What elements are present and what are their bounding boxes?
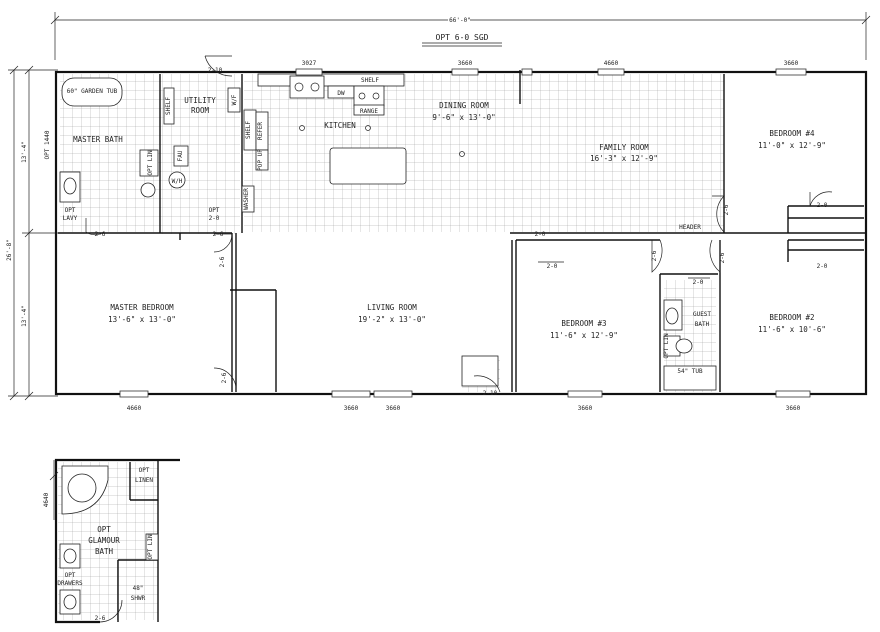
utility-shelf-label: SHELF — [165, 97, 172, 115]
utility-label: UTILITY — [184, 96, 216, 105]
sgd-label: OPT 6-0 SGD — [436, 33, 489, 42]
bedroom-3-label: BEDROOM #3 — [561, 319, 606, 328]
glamour-bath-label-2: GLAMOUR — [88, 536, 120, 545]
kitchen-label: KITCHEN — [324, 121, 356, 130]
door-label: 2-6 — [95, 231, 106, 238]
opt-lavy-label: OPT — [65, 207, 76, 214]
windows — [119, 68, 811, 398]
shower-label-2: SHWR — [131, 595, 146, 602]
opt-door-label: OPT — [209, 207, 220, 214]
window-3660-label: 3660 — [784, 60, 799, 67]
master-bedroom-size: 13'-6" x 13'-0" — [108, 315, 176, 324]
family-room-label: FAMILY ROOM — [599, 143, 649, 152]
popup-label: POP UP — [257, 149, 264, 171]
bedroom-3-size: 11'-6" x 12'-9" — [550, 331, 618, 340]
bedroom-2-label: BEDROOM #2 — [769, 313, 814, 322]
bedroom-2-size: 11'-6" x 10'-6" — [758, 325, 826, 334]
left-dimensions: 26'-8" 13'-4" 13'-4" OPT 1440 — [6, 65, 58, 401]
garden-tub-label: 60" GARDEN TUB — [67, 88, 118, 95]
door-label: 2-0 — [817, 263, 828, 270]
door-labels: 2-10 2-6 2-6 2-6 2-0 2-0 2-0 2-6 2-6 2-0… — [95, 67, 828, 397]
door-label: 2-6 — [651, 250, 658, 261]
living-room-size: 19'-2" x 13'-0" — [358, 315, 426, 324]
door-label: 2-10 — [208, 67, 223, 74]
kitchen-shelf-label: SHELF — [245, 121, 252, 139]
inset-opt-lin-label: OPT LIN — [147, 534, 154, 560]
glamour-bath-label: OPT — [97, 525, 111, 534]
window-4660-label: 4660 — [604, 60, 619, 67]
fau-label: FAU — [177, 150, 184, 161]
opt-linen-label: OPT — [139, 467, 150, 474]
overall-dimension: 66'-0" — [50, 12, 871, 60]
door-label: 2-6 — [213, 231, 224, 238]
header-label: HEADER — [679, 224, 701, 231]
upper-depth-label: 13'-4" — [21, 141, 28, 163]
inset-glamour-bath: 4640 OPT LINEN OPT GLAMOUR BATH OPT DRAW… — [43, 458, 180, 624]
wf-label: W/F — [231, 94, 238, 105]
bedroom-4-label: BEDROOM #4 — [769, 129, 815, 138]
door-label: 2-10 — [483, 390, 498, 397]
master-bath-label: MASTER BATH — [73, 135, 123, 144]
kitchen-fixtures — [163, 73, 465, 213]
window-3660-label: 3660 — [458, 60, 473, 67]
inset-door-label: 2-6 — [95, 615, 106, 622]
dining-room-label: DINING ROOM — [439, 101, 489, 110]
lower-depth-label: 13'-4" — [21, 305, 28, 327]
window-labels: 3027 3660 4660 3660 4660 3660 3660 3660 … — [127, 60, 801, 412]
window-3027-label: 3027 — [302, 60, 317, 67]
window-3660-label: 3660 — [344, 405, 359, 412]
opt-drawers-label-2: DRAWERS — [57, 580, 83, 587]
utility-room-label: ROOM — [191, 106, 210, 115]
bedroom-4-size: 11'-0" x 12'-9" — [758, 141, 826, 150]
door-label: 2-6 — [221, 372, 228, 383]
glamour-bath-label-3: BATH — [95, 547, 114, 556]
total-depth-label: 26'-8" — [6, 239, 13, 261]
door-label: 2-6 — [219, 256, 226, 267]
overall-width-label: 66'-0" — [449, 17, 471, 24]
opt-lavy-label-2: LAVY — [63, 215, 78, 222]
door-swings — [85, 55, 833, 393]
dining-room-size: 9'-6" x 13'-0" — [432, 113, 495, 122]
door-label: 2-0 — [693, 279, 704, 286]
window-3660-label: 3660 — [786, 405, 801, 412]
opt-lin-label: OPT LIN — [147, 150, 154, 176]
sgd-label-group: OPT 6-0 SGD — [422, 33, 502, 47]
window-4660-label: 4660 — [127, 405, 142, 412]
water-heater-label: W/H — [172, 178, 183, 185]
guest-opt-lin-label: OPT LIN — [663, 333, 670, 359]
refrigerator-label: REFER — [257, 122, 264, 140]
window-3660-label: 3660 — [386, 405, 401, 412]
bath-fixtures — [59, 77, 717, 391]
window-3660-label: 3660 — [578, 405, 593, 412]
shower-label: 48" — [133, 585, 144, 592]
opt-drawers-label: OPT — [65, 572, 76, 579]
dishwasher-label: DW — [337, 90, 345, 97]
opt-linen-label-2: LINEN — [135, 477, 153, 484]
door-label: 2-0 — [817, 202, 828, 209]
inset-dimension-label: 4640 — [43, 492, 50, 507]
door-label: 2-6 — [719, 252, 726, 263]
door-label: 2-6 — [723, 204, 730, 215]
tub-54-label: 54" TUB — [677, 368, 703, 375]
range-label: RANGE — [360, 108, 378, 115]
guest-bath-label: GUEST — [693, 311, 711, 318]
shelf-label: SHELF — [361, 77, 379, 84]
door-label: 2-0 — [535, 231, 546, 238]
opt-door-size: 2-0 — [209, 215, 220, 222]
guest-bath-label-2: BATH — [695, 321, 710, 328]
room-labels: 60" GARDEN TUB MASTER BATH UTILITY ROOM … — [63, 77, 826, 375]
master-bedroom-label: MASTER BEDROOM — [110, 303, 174, 312]
tile-floors — [60, 74, 724, 392]
living-room-label: LIVING ROOM — [367, 303, 417, 312]
washer-label: WASHER — [243, 188, 250, 210]
opt-1440-label: OPT 1440 — [44, 130, 51, 159]
family-room-size: 16'-3" x 12'-9" — [590, 154, 658, 163]
door-label: 2-0 — [547, 263, 558, 270]
